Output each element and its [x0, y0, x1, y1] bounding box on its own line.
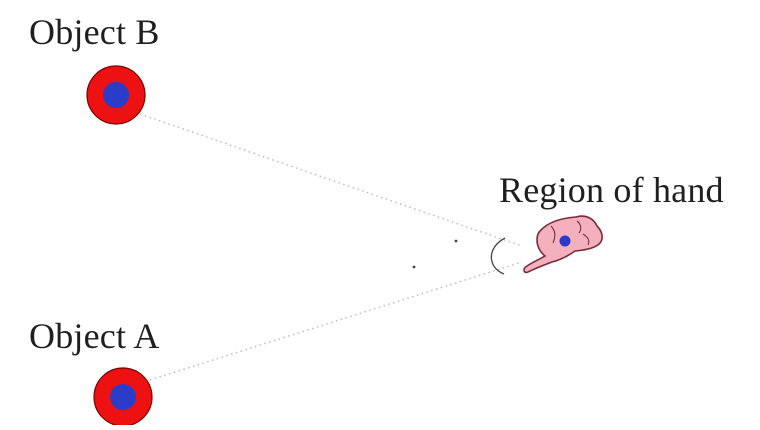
hand-position-marker [559, 235, 571, 247]
object-b-label: Object B [29, 12, 160, 52]
sight-line-to-object-b [139, 113, 523, 247]
object-b-marker [86, 65, 146, 125]
angle-arc [490, 237, 506, 275]
object-a-core [110, 384, 136, 410]
speck-mark [412, 265, 416, 269]
sight-line-to-object-a [149, 261, 523, 381]
hand-region-label: Region of hand [499, 170, 724, 210]
object-a-label: Object A [29, 316, 160, 356]
object-b-core [103, 82, 129, 108]
speck-mark [454, 239, 458, 243]
object-a-marker [93, 367, 153, 427]
pointing-hand-icon [523, 215, 603, 274]
